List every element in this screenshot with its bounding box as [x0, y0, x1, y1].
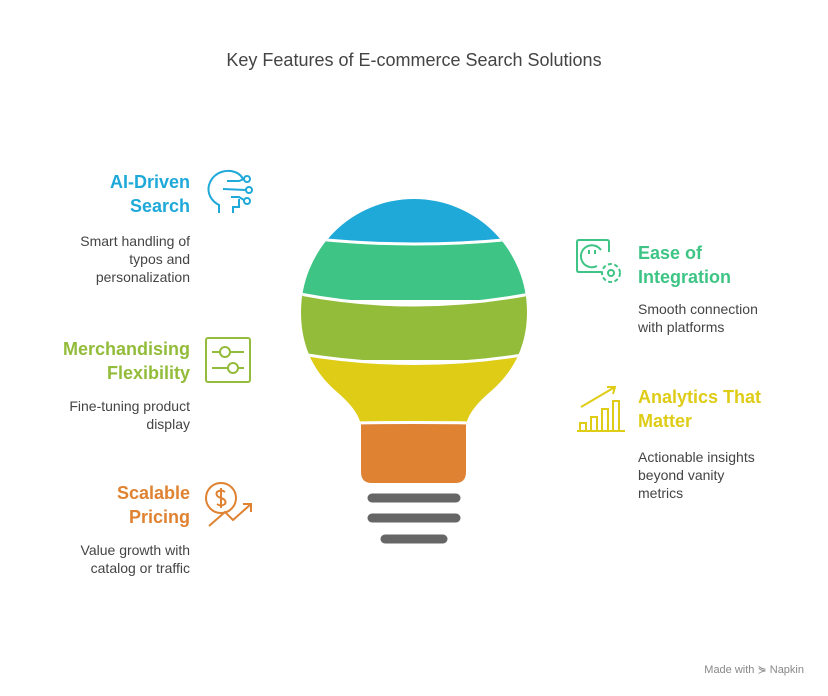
- diagram-title: Key Features of E-commerce Search Soluti…: [226, 50, 602, 70]
- bulb-band-integration: [301, 236, 527, 300]
- bulb-band-pricing: [301, 422, 527, 483]
- plug-gear-icon: [576, 239, 621, 283]
- ai-head-icon: [207, 169, 253, 213]
- footer-credit[interactable]: Made with ⋟ Napkin: [704, 664, 804, 676]
- bulb-base-lines: [367, 493, 461, 544]
- bulb-band-merch: [301, 292, 527, 360]
- bar-chart-growth-icon: [577, 386, 625, 432]
- sliders-icon: [205, 337, 251, 383]
- dollar-growth-icon: [205, 482, 252, 527]
